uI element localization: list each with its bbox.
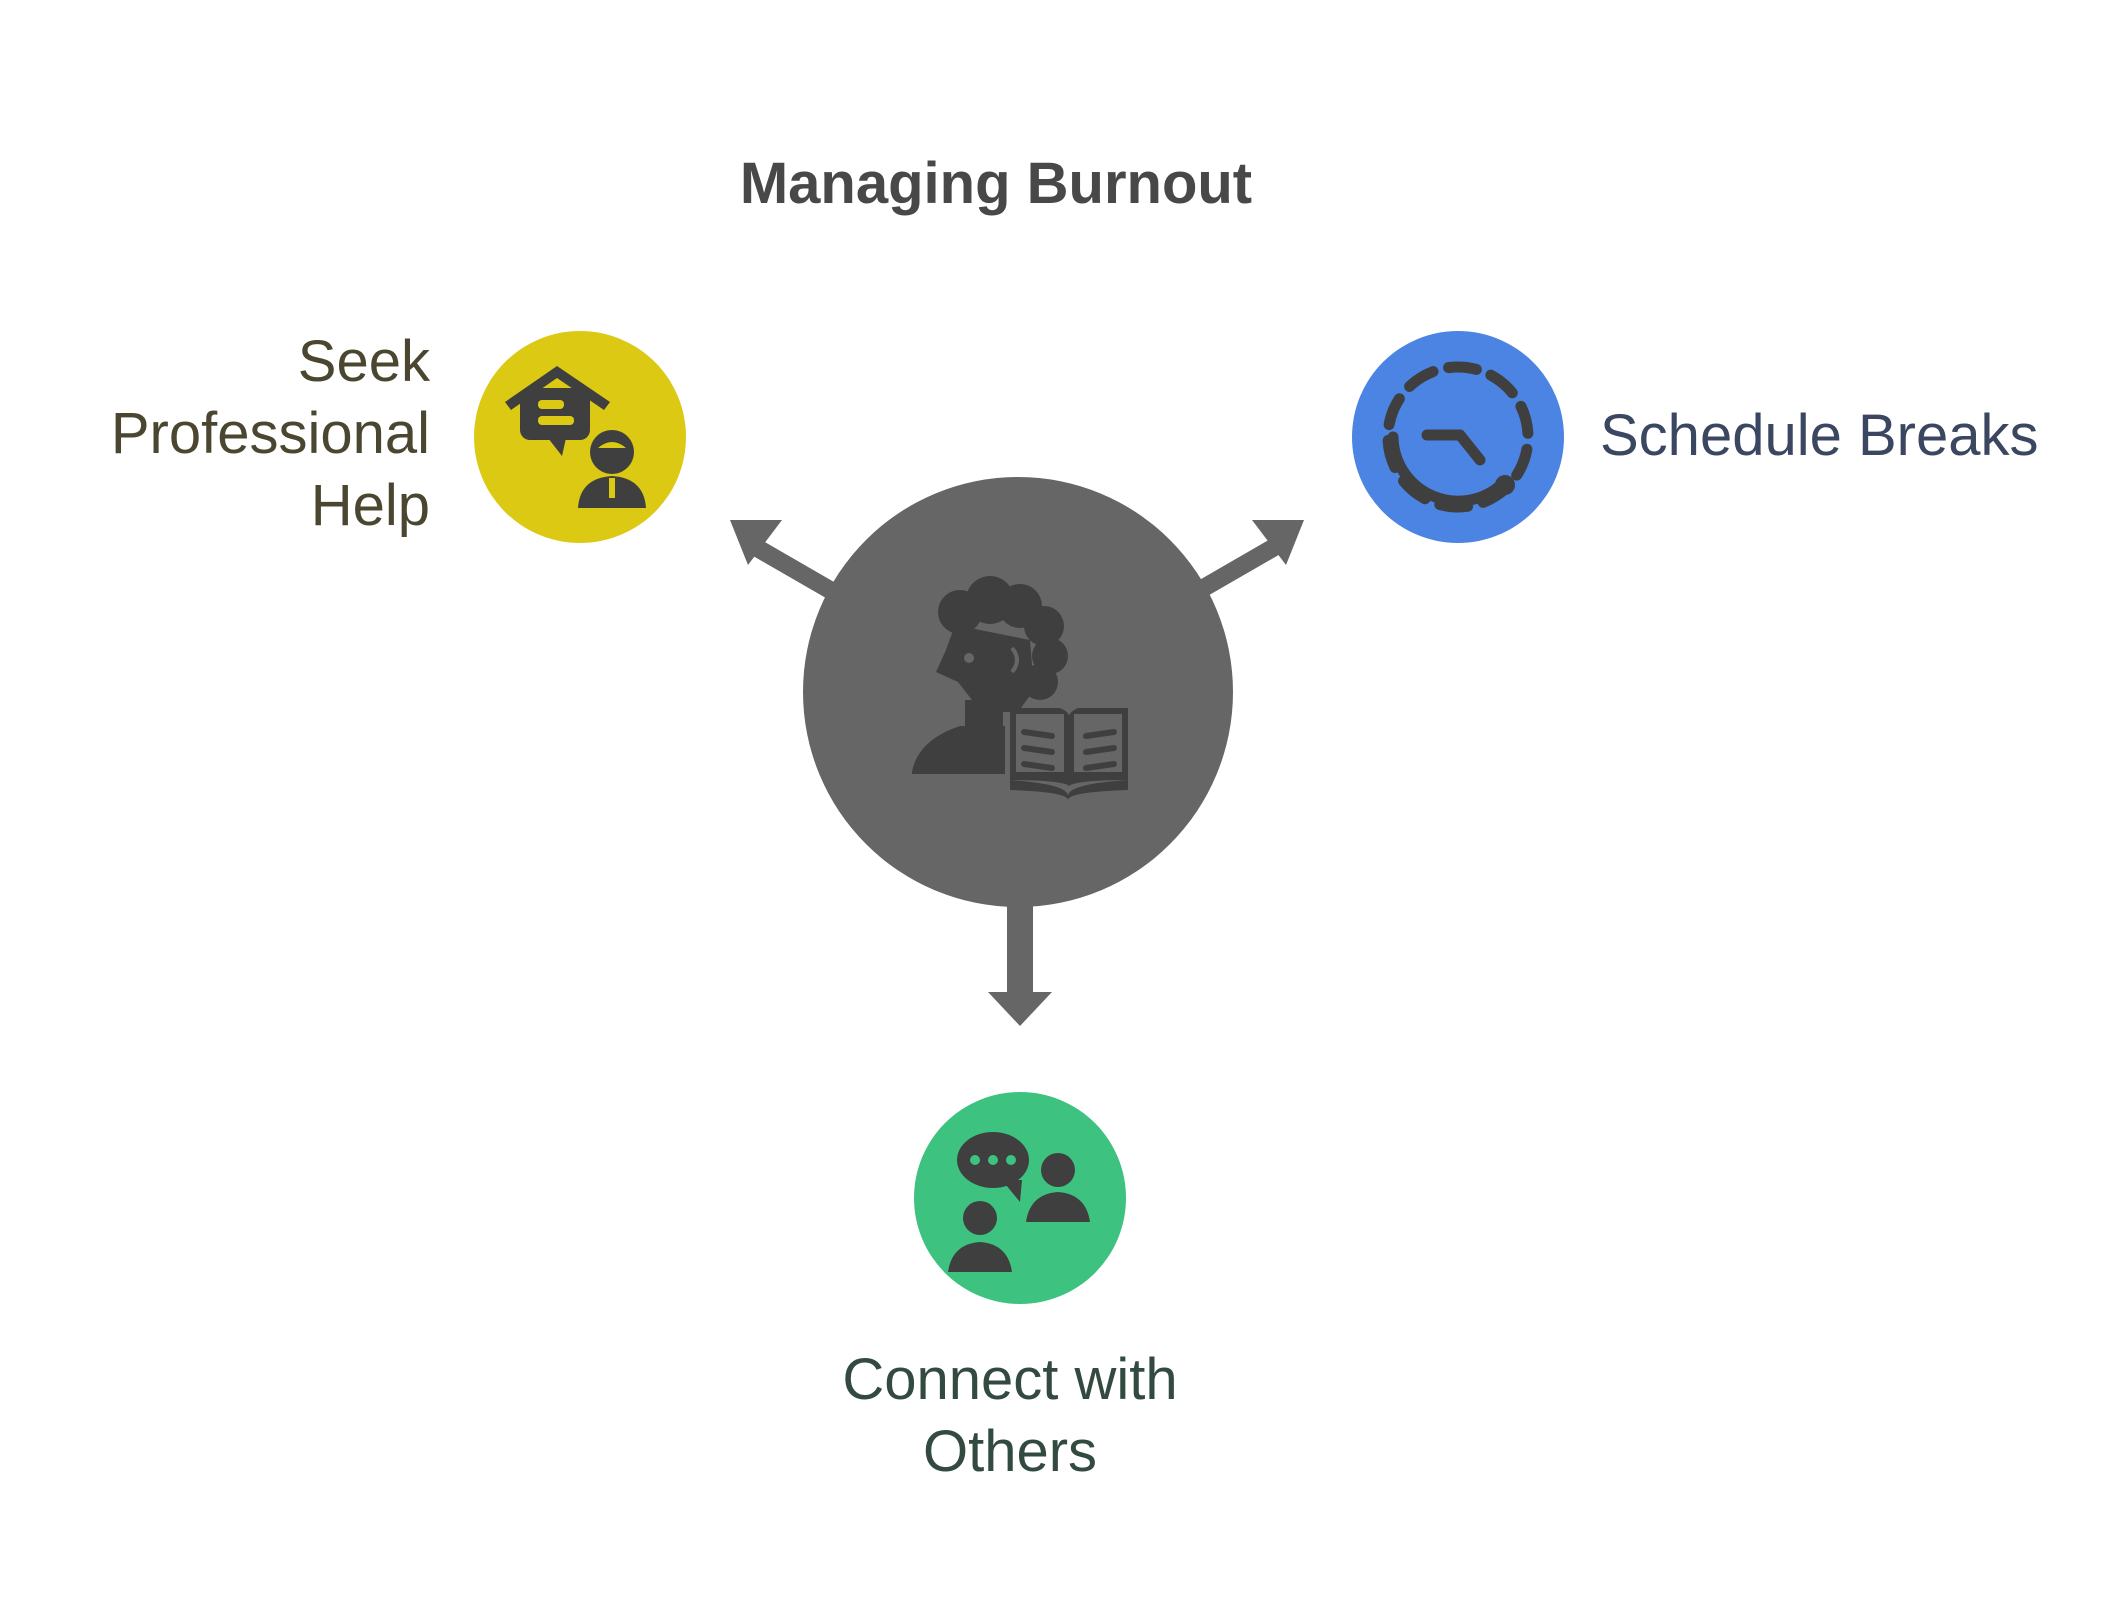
arrow-to-connect — [988, 900, 1052, 1026]
arrow-to-seek — [730, 520, 835, 598]
connect-others-label: Connect with Others — [760, 1344, 1260, 1488]
seek-help-label-line: Professional — [110, 401, 430, 466]
breaks-node — [1352, 331, 1564, 543]
seek-help-label-line: Seek — [297, 329, 430, 394]
conversation-icon — [948, 1132, 1090, 1272]
clock-icon — [1382, 361, 1534, 513]
connect-others-label-line: Others — [922, 1419, 1098, 1484]
seek-help-node — [474, 331, 686, 543]
arrow-to-breaks — [1195, 520, 1304, 598]
reading-person-icon — [912, 576, 1128, 800]
schedule-breaks-label-line: Schedule Breaks — [1600, 403, 2039, 468]
professional-help-icon — [505, 366, 646, 508]
diagram-title: Managing Burnout — [739, 151, 1253, 216]
schedule-breaks-label: Schedule Breaks — [1600, 400, 2038, 472]
connect-node — [914, 1092, 1126, 1304]
seek-help-label: Seek Professional Help — [60, 326, 430, 542]
seek-help-label-line: Help — [310, 473, 430, 538]
connect-others-label-line: Connect with — [842, 1347, 1178, 1412]
center-node — [803, 477, 1233, 907]
